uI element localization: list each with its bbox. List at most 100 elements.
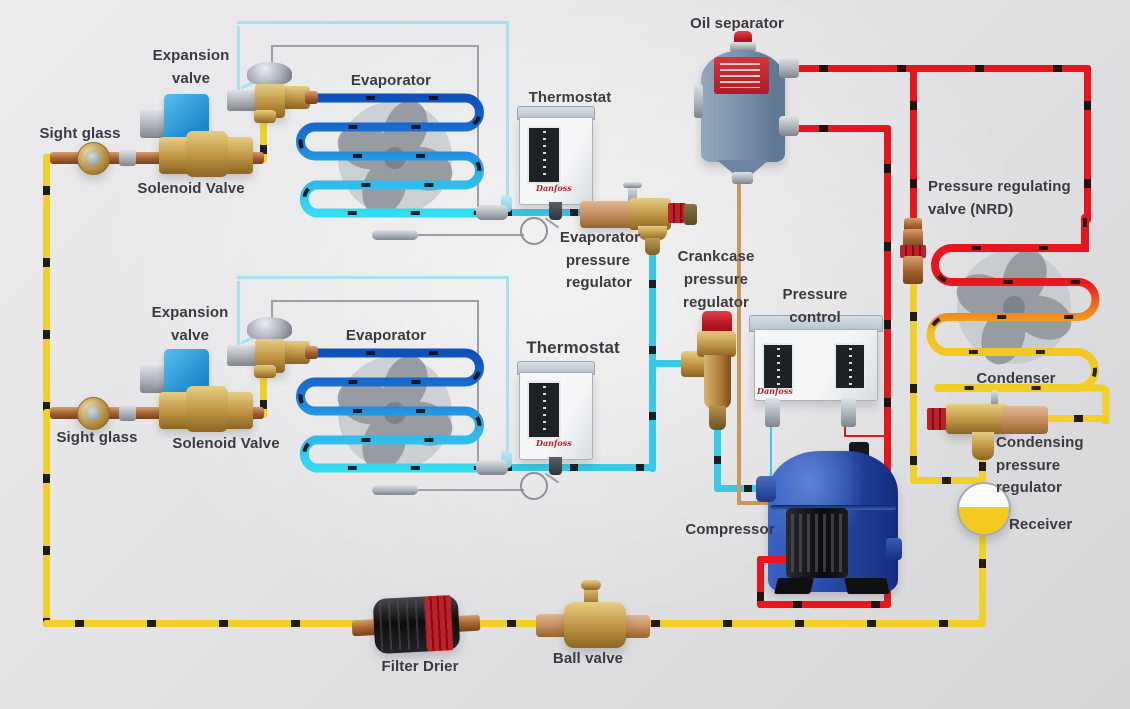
tev2-bulb-line-up (237, 281, 240, 345)
thermostat2-capillary-loop (520, 472, 548, 500)
compressor-suction-port (756, 476, 776, 502)
receiver-inlet (979, 430, 986, 490)
nrd-red-band (900, 245, 926, 258)
filter-drier-device (348, 587, 483, 664)
discharge-riser (884, 128, 891, 608)
label-epr-l3: regulator (566, 274, 632, 291)
label-pressure-control-l2: control (789, 309, 841, 326)
evap2-suction (474, 464, 656, 471)
condenser-feed-drop (1084, 65, 1091, 223)
label-evaporator-1: Evaporator (350, 72, 432, 89)
pressure-control-lp-stem (765, 398, 780, 427)
tev2-equalizer-top (271, 300, 479, 302)
tev2-cap (247, 317, 292, 340)
tev2-feed-riser (260, 368, 267, 418)
evaporator1-coil (296, 81, 485, 226)
oilsep-top-collar (730, 42, 756, 52)
thermostat2-sensor-pocket (372, 485, 418, 495)
evap1-suction (474, 209, 588, 216)
cpr-outlet-drop (714, 426, 721, 492)
discharge-port-stub (757, 556, 789, 563)
label-ball-valve: Ball valve (552, 650, 624, 667)
ball-valve-stem (584, 585, 598, 607)
receiver-device (957, 482, 1011, 536)
oilsep-cone (717, 160, 769, 174)
epr-end-cap (684, 204, 697, 225)
pressure-control-lp-window (762, 343, 794, 390)
tev1-feed-riser (260, 113, 267, 163)
label-expansion-valve-2-l1: Expansion (151, 304, 229, 321)
label-oil-separator: Oil separator (690, 15, 784, 32)
label-solenoid-valve-1: Solenoid Valve (137, 180, 245, 197)
thermostat2-display (527, 381, 561, 439)
label-thermostat-1: Thermostat (528, 89, 612, 106)
thermostat1-brand: Danfoss (536, 183, 572, 193)
label-epr-l2: pressure (565, 252, 631, 269)
tev1-cap (247, 62, 292, 85)
tev2-right-port (279, 341, 310, 364)
label-pressure-control-l1: Pressure (782, 286, 848, 303)
label-cpreg-l1: Condensing (996, 434, 1084, 451)
cpr-body (704, 355, 731, 409)
tev1-right-port (279, 86, 310, 109)
oilsep-top-cap (734, 31, 752, 45)
thermostat1-capillary-loop (520, 217, 548, 245)
tev2-bulb-line-top (237, 276, 509, 279)
compressor-weld-band (770, 505, 896, 510)
cpr-red-cap (702, 311, 732, 334)
condenser-fan-icon (937, 230, 1091, 384)
epr-adjust-handle (623, 182, 642, 188)
hp-sense-line-v (844, 424, 846, 437)
compressor-foot-right (844, 578, 890, 594)
epr-tee-nozzle (645, 238, 660, 255)
cpreg-tee-down (972, 432, 994, 460)
tev1-equalizer-top (271, 45, 479, 47)
hp-sense-line-h (844, 435, 888, 437)
ball-valve-pipe-left (536, 614, 568, 637)
thermostat2-brand: Danfoss (536, 438, 572, 448)
nrd-lower-body (903, 256, 923, 284)
label-filter-drier: Filter Drier (381, 658, 459, 675)
ball-valve-stem-top (581, 580, 601, 590)
pressure-control-hp-window (834, 343, 866, 390)
label-thermostat-2: Thermostat (526, 338, 620, 357)
cpreg-sleeve (1002, 406, 1048, 434)
tev1-bulb-line-up (237, 26, 240, 90)
condenser-coil (926, 214, 1110, 424)
nrd-feed-drop (910, 65, 917, 223)
tev1-bottom-nut (254, 110, 276, 123)
compressor-side-port (886, 538, 902, 560)
thermostat1-sensor-pocket (372, 230, 418, 240)
sight-glass-2-fitting (119, 405, 136, 421)
discharge-bottom-run (757, 601, 891, 608)
tev2-bulb (501, 451, 512, 468)
thermostat2-stem (549, 457, 562, 475)
nrd-outlet-down (910, 280, 917, 483)
label-nrd-l1: Pressure regulating (928, 178, 1071, 195)
oil-return-v (737, 182, 741, 504)
pressure-control-brand: Danfoss (757, 386, 793, 396)
epr-body (629, 198, 671, 230)
cpreg-body (946, 404, 1008, 434)
tev1-outlet-stub (305, 91, 318, 104)
label-evaporator-2: Evaporator (345, 327, 427, 344)
tev1-equalizer-up (271, 46, 273, 62)
label-receiver: Receiver (1009, 516, 1073, 533)
label-crankcase-l2: pressure (683, 271, 749, 288)
nrd-top-nut (904, 218, 922, 232)
label-crankcase-l1: Crankcase (677, 248, 755, 265)
oilsep-outlet-line (783, 65, 1091, 72)
tev2-equalizer-up (271, 301, 273, 317)
label-condenser: Condenser (976, 370, 1056, 387)
label-expansion-valve-1-l2: valve (171, 70, 211, 87)
sight-glass-1-device (77, 142, 110, 175)
tev1-bulb (501, 195, 512, 212)
compressor-foot-left (774, 578, 814, 594)
cpreg-red-cap (927, 408, 949, 430)
receiver-outlet (979, 527, 986, 627)
oilsep-port-bottom (779, 116, 799, 136)
thermostat1-display (527, 126, 561, 184)
thermostat2-capillary (412, 489, 524, 491)
compressor-motor-box (786, 508, 848, 578)
